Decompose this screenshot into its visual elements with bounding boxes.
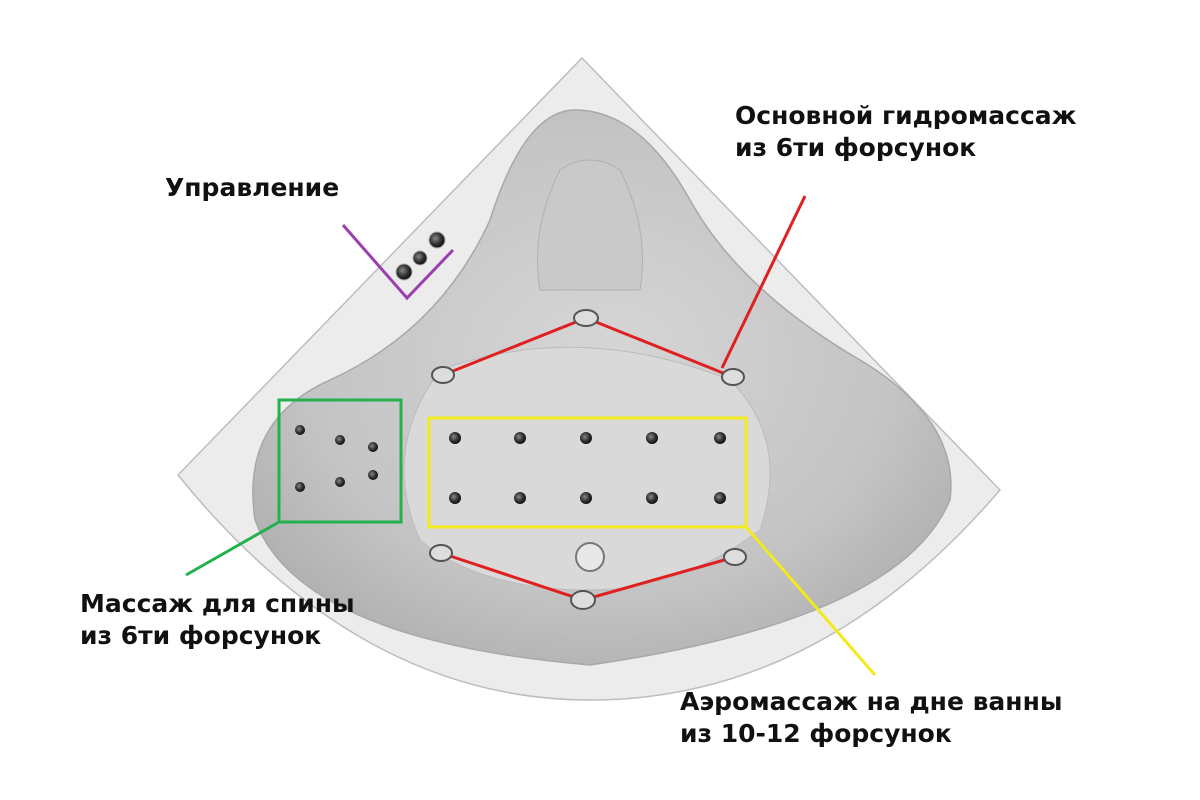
control-knob-icon: [395, 263, 413, 281]
hydro-nozzles: [429, 309, 747, 610]
back-jets: [295, 425, 378, 492]
main-hydro-label: Основной гидромассаж из 6ти форсунок: [735, 100, 1077, 164]
aero-massage-label-line1: Аэромассаж на дне ванны: [680, 687, 1063, 716]
aero-massage-label-line2: из 10-12 форсунок: [680, 719, 952, 748]
drain-icon: [575, 542, 605, 572]
back-massage-pointer: [185, 520, 280, 577]
main-hydro-label-line2: из 6ти форсунок: [735, 133, 977, 162]
main-hydro-label-line1: Основной гидромассаж: [735, 101, 1077, 130]
back-massage-label: Массаж для спины из 6ти форсунок: [80, 588, 355, 652]
control-knob-icon: [428, 231, 446, 249]
back-massage-label-line1: Массаж для спины: [80, 589, 355, 618]
aero-massage-pointer: [744, 526, 877, 676]
control-label-line1: Управление: [165, 173, 340, 202]
control-label: Управление: [165, 172, 339, 204]
back-massage-label-line2: из 6ти форсунок: [80, 621, 322, 650]
aero-massage-label: Аэромассаж на дне ванны из 10-12 форсуно…: [680, 686, 1062, 750]
aero-massage-box: [427, 416, 748, 529]
back-massage-box: [277, 398, 403, 524]
control-pointer: [341, 224, 455, 301]
aero-jets: [449, 432, 726, 504]
headrest: [537, 159, 643, 291]
control-knob-icon: [412, 250, 428, 266]
